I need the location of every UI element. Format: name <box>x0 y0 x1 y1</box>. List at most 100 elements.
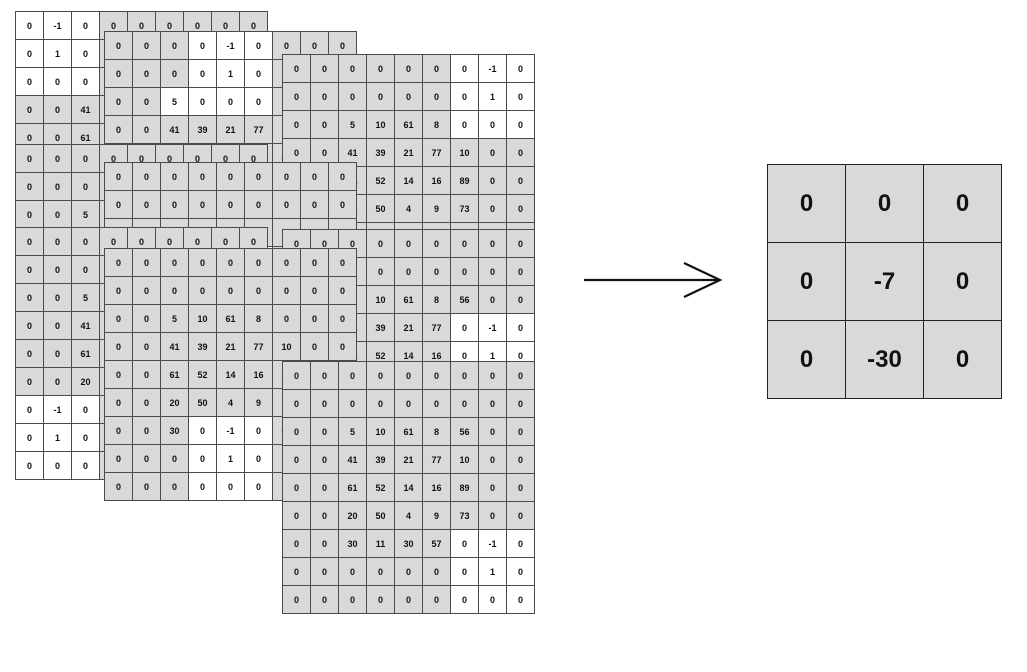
output-cell: 0 <box>845 164 924 243</box>
grid-cell: 0 <box>104 388 133 417</box>
grid-cell: 0 <box>132 87 161 116</box>
grid-cell: 0 <box>282 417 311 446</box>
grid-cell: 30 <box>394 529 423 558</box>
grid-cell: 20 <box>160 388 189 417</box>
output-cell: 0 <box>923 320 1002 399</box>
grid-cell: 0 <box>71 255 100 284</box>
grid-cell: 20 <box>338 501 367 530</box>
grid-cell: 0 <box>506 529 535 558</box>
grid-cell: 0 <box>450 257 479 286</box>
grid-cell: 0 <box>282 54 311 83</box>
grid-cell: 0 <box>506 501 535 530</box>
grid-cell: 10 <box>450 445 479 474</box>
grid-cell: 0 <box>272 276 301 305</box>
grid-cell: 0 <box>506 313 535 342</box>
grid-cell: 0 <box>282 529 311 558</box>
grid-cell: 50 <box>366 194 395 223</box>
grid-cell: 0 <box>71 11 100 40</box>
grid-cell: 0 <box>272 248 301 277</box>
grid-cell: 0 <box>244 31 273 60</box>
grid-cell: 0 <box>338 585 367 614</box>
grid-cell: 61 <box>71 339 100 368</box>
grid-cell: 0 <box>282 389 311 418</box>
grid-cell: 0 <box>506 110 535 139</box>
grid-cell: 0 <box>43 95 72 124</box>
grid-cell: 9 <box>422 501 451 530</box>
grid-cell: 0 <box>394 361 423 390</box>
grid-cell: 0 <box>328 190 357 219</box>
grid-cell: 0 <box>506 166 535 195</box>
grid-cell: 61 <box>394 285 423 314</box>
grid-cell: 0 <box>104 248 133 277</box>
grid-cell: 4 <box>394 194 423 223</box>
grid-cell: 0 <box>300 162 329 191</box>
grid-cell: 0 <box>506 445 535 474</box>
grid-cell: 0 <box>104 444 133 473</box>
grid-cell: 0 <box>282 445 311 474</box>
grid-cell: 30 <box>338 529 367 558</box>
grid-cell: 0 <box>478 501 507 530</box>
grid-cell: 0 <box>422 389 451 418</box>
grid-cell: 0 <box>506 54 535 83</box>
grid-cell: 0 <box>132 276 161 305</box>
grid-cell: 21 <box>394 313 423 342</box>
grid-cell: 0 <box>104 162 133 191</box>
grid-cell: 0 <box>160 190 189 219</box>
grid-cell: 0 <box>188 31 217 60</box>
grid-cell: 0 <box>422 557 451 586</box>
grid-cell: 77 <box>244 115 273 144</box>
grid-cell: 0 <box>478 166 507 195</box>
grid-cell: 0 <box>310 54 339 83</box>
grid-cell: 0 <box>506 417 535 446</box>
grid-cell: 61 <box>338 473 367 502</box>
grid-cell: 0 <box>450 529 479 558</box>
grid-cell: 0 <box>43 227 72 256</box>
grid-cell: 0 <box>282 361 311 390</box>
grid-cell: 0 <box>450 82 479 111</box>
grid-cell: 0 <box>104 276 133 305</box>
grid-cell: 0 <box>282 585 311 614</box>
grid-cell: 30 <box>160 416 189 445</box>
grid-cell: 0 <box>188 248 217 277</box>
grid-cell: 0 <box>478 585 507 614</box>
grid-cell: 10 <box>366 110 395 139</box>
grid-cell: 21 <box>216 332 245 361</box>
grid-cell: 0 <box>310 361 339 390</box>
grid-cell: 0 <box>506 585 535 614</box>
grid-cell: 21 <box>216 115 245 144</box>
grid-cell: 0 <box>15 339 44 368</box>
grid-cell: 0 <box>328 162 357 191</box>
grid-cell: 14 <box>216 360 245 389</box>
grid-cell: 0 <box>450 313 479 342</box>
grid-cell: 0 <box>310 110 339 139</box>
grid-cell: 89 <box>450 473 479 502</box>
grid-cell: 0 <box>188 162 217 191</box>
grid-cell: 0 <box>422 229 451 258</box>
grid-cell: 0 <box>244 87 273 116</box>
grid-cell: 0 <box>160 472 189 501</box>
grid-cell: 57 <box>422 529 451 558</box>
grid-cell: 41 <box>160 115 189 144</box>
grid-cell: 0 <box>188 276 217 305</box>
grid-cell: 61 <box>160 360 189 389</box>
grid-cell: 0 <box>104 59 133 88</box>
grid-cell: 0 <box>244 248 273 277</box>
grid-cell: 1 <box>478 557 507 586</box>
grid-cell: 0 <box>478 445 507 474</box>
grid-cell: 0 <box>422 361 451 390</box>
grid-cell: 0 <box>272 190 301 219</box>
grid-cell: 16 <box>422 166 451 195</box>
grid-cell: 0 <box>104 332 133 361</box>
grid-cell: 0 <box>244 59 273 88</box>
grid-cell: 0 <box>216 162 245 191</box>
output-cell: 0 <box>767 320 846 399</box>
